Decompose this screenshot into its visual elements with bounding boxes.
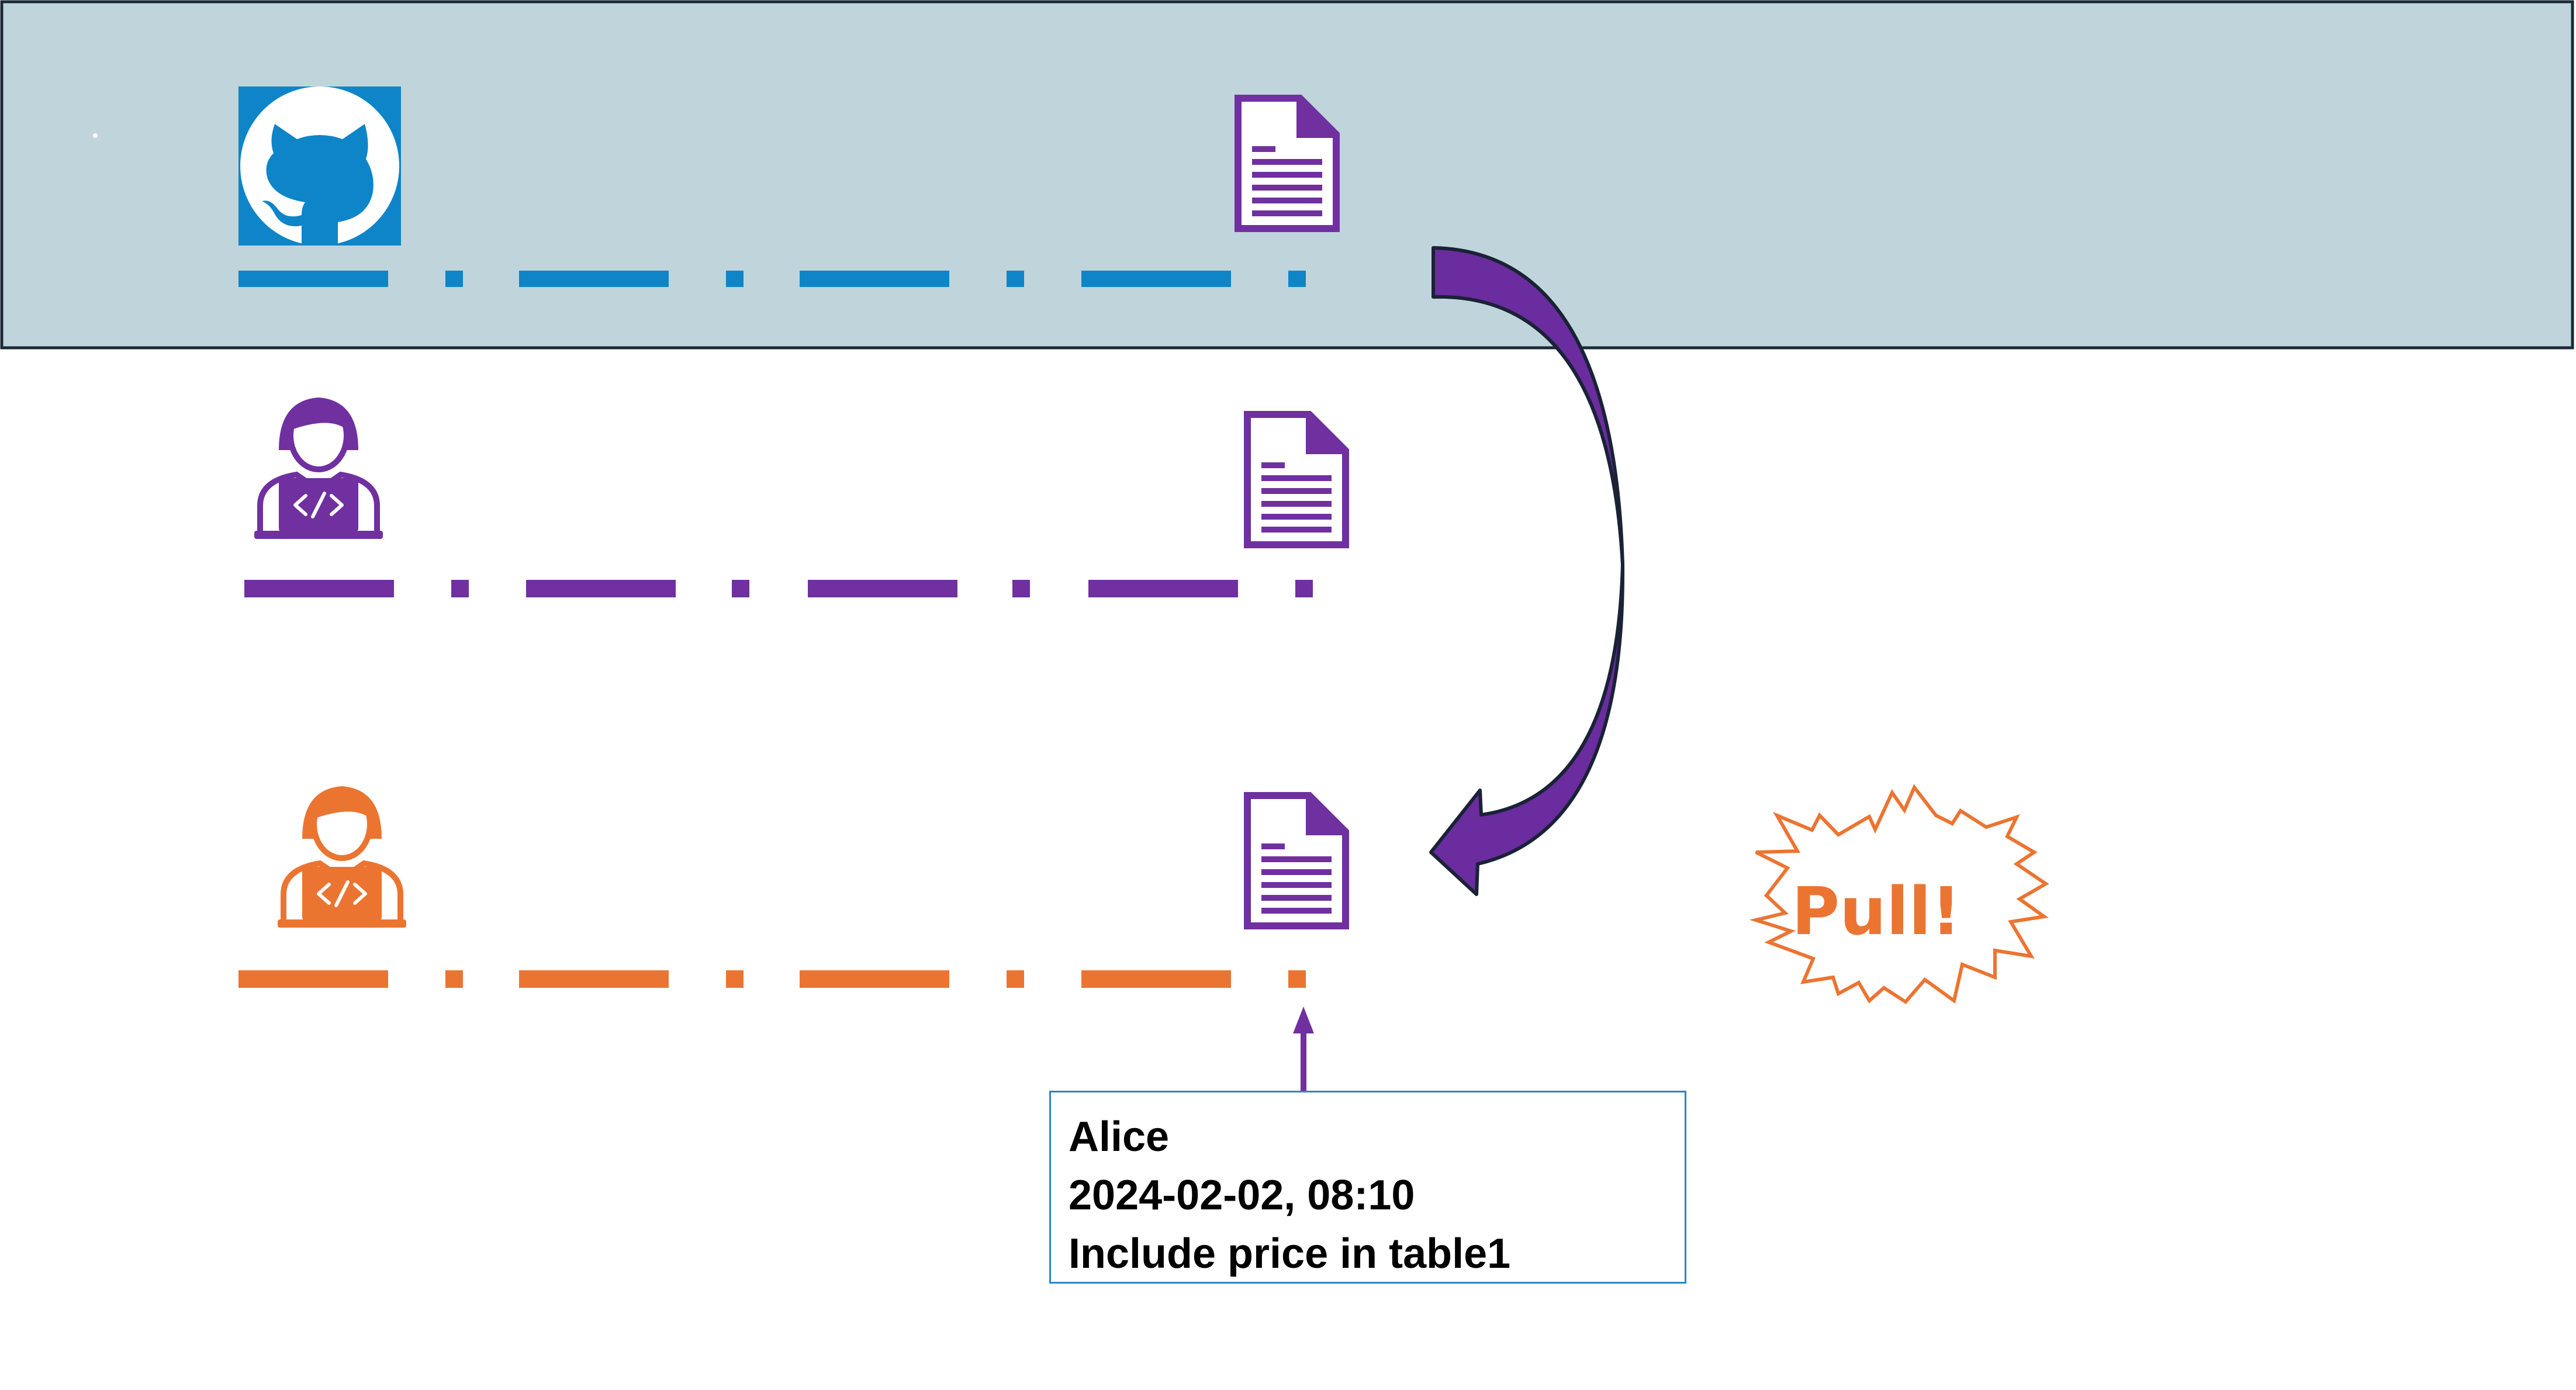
commit-message: Include price in table1: [1069, 1230, 1511, 1277]
developer1-timeline: [244, 580, 1313, 597]
developer1-document-icon: [1247, 414, 1346, 545]
github-logo-icon: [238, 87, 401, 246]
commit-author: Alice: [1069, 1114, 1170, 1160]
developer1-icon: [254, 397, 383, 539]
pull-burst: [1749, 784, 2049, 1004]
pull-arrow: [1429, 246, 1625, 896]
decorative-dot: [93, 133, 98, 138]
commit-datetime: 2024-02-02, 08:10: [1069, 1172, 1415, 1219]
developer2-icon: [278, 786, 406, 928]
repository-timeline: [238, 271, 1306, 287]
developer2-timeline: [238, 970, 1306, 988]
developer2-document-icon: [1247, 796, 1346, 926]
repository-document-icon: [1238, 98, 1336, 229]
pull-callout-text: Pull!: [1792, 874, 1961, 950]
commit-note: Alice 2024-02-02, 08:10 Include price in…: [1049, 1091, 1686, 1284]
commit-pointer-arrow: [1293, 1007, 1314, 1091]
